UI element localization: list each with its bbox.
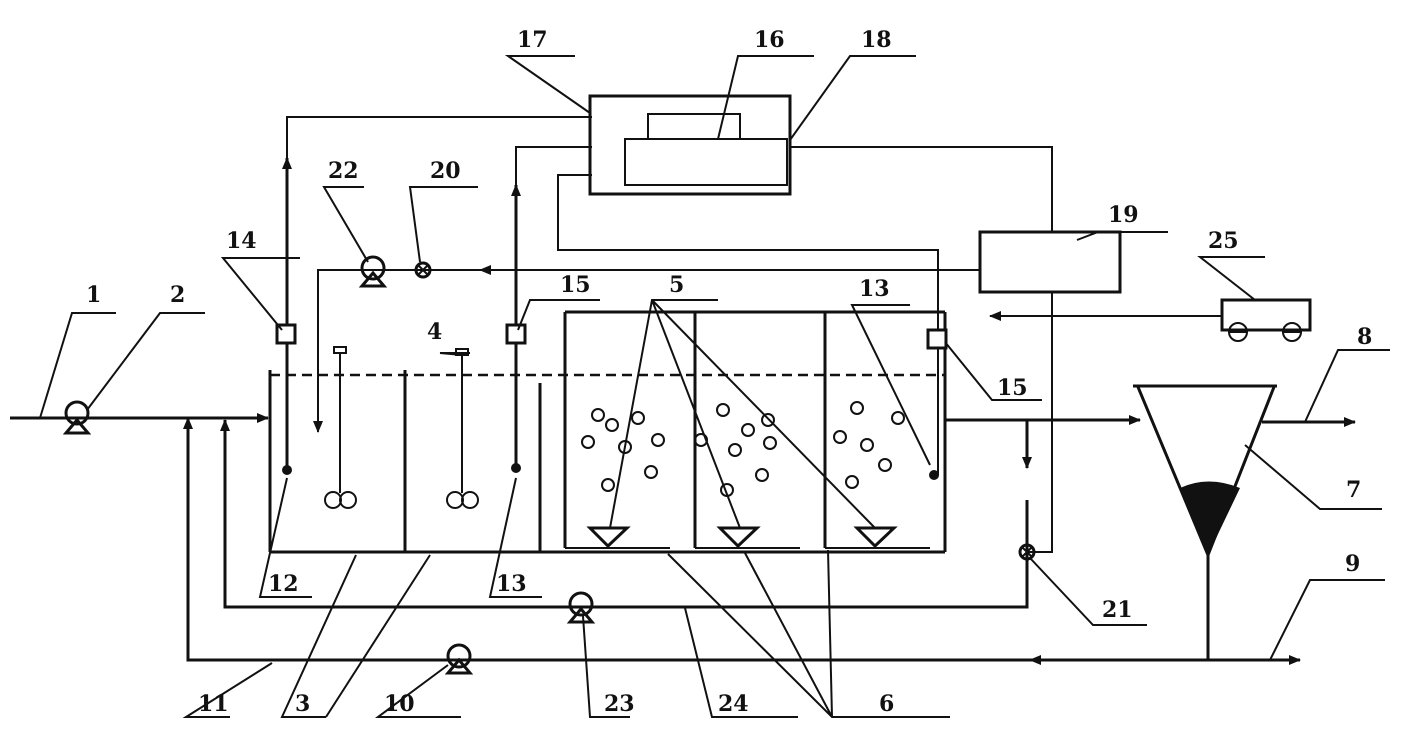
label-21: 21: [1102, 597, 1133, 623]
label-2: 2: [170, 282, 185, 308]
cart: [1220, 298, 1312, 342]
pipes: [10, 116, 1356, 665]
sensor-15-middle: [505, 323, 527, 345]
label-19: 19: [1108, 202, 1139, 228]
label-4: 4: [427, 319, 442, 345]
valve-21: [1018, 543, 1036, 561]
label-9: 9: [1345, 551, 1360, 577]
label-5: 5: [669, 272, 684, 298]
label-3: 3: [295, 691, 310, 717]
reactor-tank: [268, 370, 947, 554]
label-11: 11: [198, 691, 229, 717]
label-13-middle: 13: [496, 571, 527, 597]
label-17: 17: [517, 27, 548, 53]
label-16: 16: [754, 27, 785, 53]
label-7: 7: [1346, 477, 1361, 503]
dosing-unit: [978, 230, 1122, 294]
label-24: 24: [718, 691, 749, 717]
pump-2: [62, 400, 92, 435]
pump-23: [566, 591, 596, 624]
pump-22: [358, 255, 388, 288]
stirrer-right: [446, 348, 479, 509]
label-1: 1: [86, 282, 101, 308]
sensor-15-right: [926, 328, 948, 350]
probe-13-right: [929, 470, 939, 480]
label-6: 6: [879, 691, 894, 717]
label-15-middle: 15: [560, 272, 591, 298]
label-8: 8: [1357, 324, 1372, 350]
label-10: 10: [384, 691, 415, 717]
aerators: [586, 526, 898, 549]
label-20: 20: [430, 158, 461, 184]
probe-13-middle: [511, 463, 521, 473]
label-22: 22: [328, 158, 359, 184]
stirrer-left: [324, 346, 357, 509]
number-labels: 1 2 3 4 5 6 7 8 9 10 11 12 13 13 14 15 1…: [86, 27, 1372, 717]
label-15-right: 15: [997, 375, 1028, 401]
valve-20: [414, 261, 432, 279]
settling-tank: [1133, 384, 1277, 660]
label-25: 25: [1208, 228, 1239, 254]
label-23: 23: [604, 691, 635, 717]
label-13-right: 13: [859, 276, 890, 302]
probe-12: [282, 465, 292, 475]
carrier-media: [581, 401, 905, 497]
label-18: 18: [861, 27, 892, 53]
bio-compartments: [563, 310, 947, 549]
label-12: 12: [268, 571, 299, 597]
pump-10: [444, 643, 474, 675]
controller-unit: [588, 94, 792, 196]
label-14: 14: [226, 228, 257, 254]
leader-lines: [39, 55, 1390, 718]
